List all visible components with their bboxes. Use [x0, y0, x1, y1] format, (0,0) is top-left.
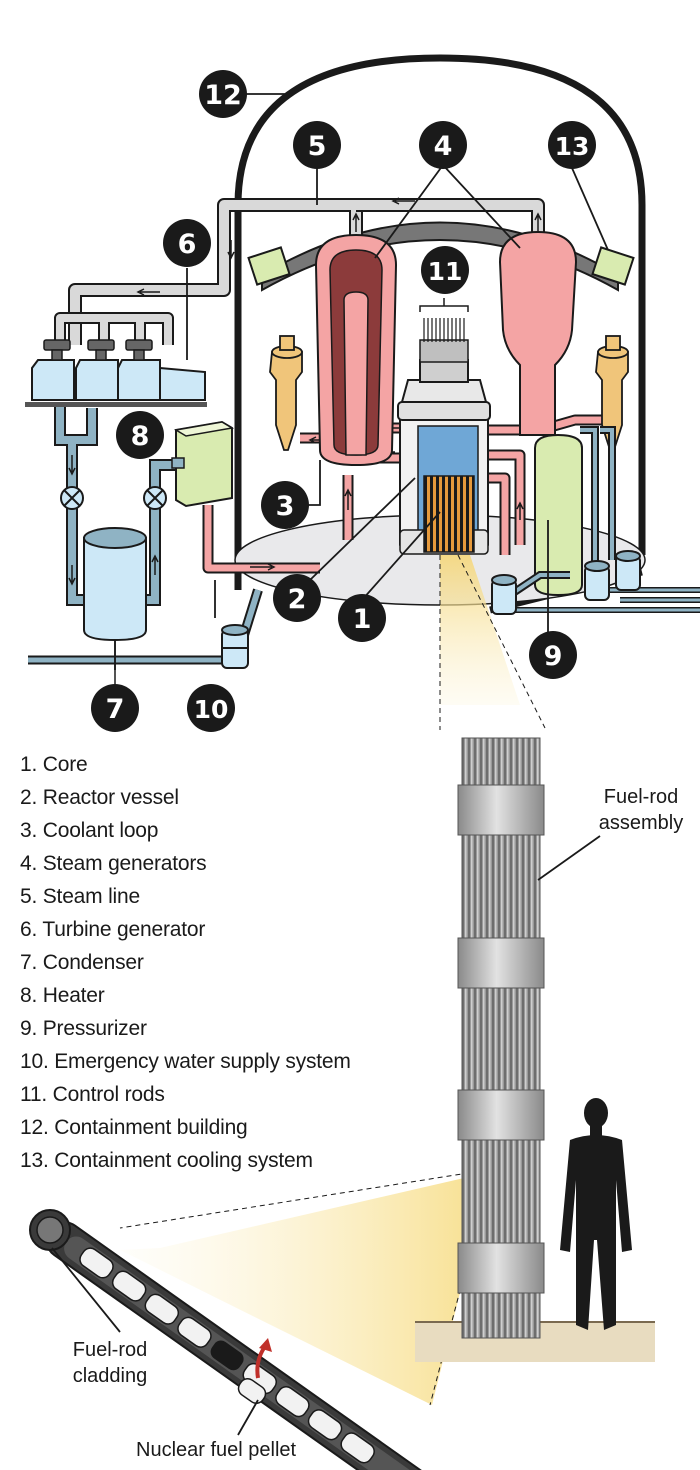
condenser [83, 527, 147, 685]
legend-item-coolant-loop: 3. Coolant loop [20, 819, 159, 842]
badge-8: 8 [116, 411, 164, 459]
badge-1: 1 [338, 594, 386, 642]
badge-2: 2 [273, 574, 321, 622]
reactor-core [423, 475, 475, 553]
legend-item-control-rods: 11. Control rods [20, 1083, 165, 1106]
fuel-pellet [237, 1338, 272, 1436]
person-silhouette-icon [560, 1098, 632, 1330]
nuclear-fuel-pellet-label: Nuclear fuel pellet [136, 1439, 297, 1461]
badge-11: 11 [421, 246, 469, 294]
turbine-generator [25, 339, 207, 407]
legend-item-containment-cooling: 13. Containment cooling system [20, 1149, 313, 1172]
badge-12: 12 [199, 70, 247, 118]
badge-9: 9 [529, 631, 577, 679]
arrow-icon [136, 197, 542, 296]
legend-item-emergency-water: 10. Emergency water supply system [20, 1050, 351, 1073]
badge-4: 4 [419, 121, 467, 169]
badge-13: 13 [548, 121, 596, 169]
steam-generator-left [314, 233, 398, 467]
steam-generator-right [498, 230, 578, 436]
fuel-rod-cladding-label: Fuel-rod cladding [72, 1339, 148, 1387]
valve-icon [60, 486, 167, 510]
accumulator-tanks [269, 335, 629, 451]
heater [171, 420, 235, 508]
arrow-icon [68, 455, 159, 586]
leader-lines [114, 93, 609, 670]
pump-icon [221, 624, 249, 669]
legend-item-steam-generators: 4. Steam generators [20, 852, 207, 875]
svg-text:4: 4 [434, 131, 453, 162]
legend-item-steam-line: 5. Steam line [20, 885, 140, 908]
pressurizer [534, 433, 583, 597]
fuel-rod-assembly-label: Fuel-rod assembly [598, 786, 684, 834]
control-rods-icon [419, 298, 469, 363]
badge-6: 6 [163, 219, 211, 267]
legend-item-turbine-generator: 6. Turbine generator [20, 918, 206, 941]
svg-text:11: 11 [428, 257, 463, 286]
svg-text:8: 8 [131, 421, 150, 452]
svg-text:6: 6 [178, 229, 197, 260]
legend-item-core: 1. Core [20, 753, 88, 776]
fuel-rod [29, 1209, 447, 1470]
badge-5: 5 [293, 121, 341, 169]
badge-3: 3 [261, 481, 309, 529]
legend-item-containment-building: 12. Containment building [20, 1116, 248, 1139]
svg-text:13: 13 [555, 132, 590, 161]
svg-text:2: 2 [288, 584, 307, 615]
svg-text:1: 1 [353, 604, 372, 635]
legend-list: 1. Core 2. Reactor vessel 3. Coolant loo… [20, 748, 351, 1177]
legend-item-condenser: 7. Condenser [20, 951, 144, 974]
svg-text:10: 10 [194, 695, 229, 724]
badge-10: 10 [187, 684, 235, 732]
svg-text:3: 3 [276, 491, 295, 522]
pump-icon [491, 550, 641, 615]
badge-7: 7 [91, 684, 139, 732]
legend-item-pressurizer: 9. Pressurizer [20, 1017, 147, 1040]
svg-text:9: 9 [544, 641, 563, 672]
legend-item-heater: 8. Heater [20, 984, 105, 1007]
svg-text:5: 5 [308, 131, 327, 162]
svg-text:7: 7 [106, 694, 125, 725]
legend-item-reactor-vessel: 2. Reactor vessel [20, 786, 179, 809]
svg-text:12: 12 [204, 80, 242, 111]
fuel-rod-assembly [415, 737, 655, 1362]
